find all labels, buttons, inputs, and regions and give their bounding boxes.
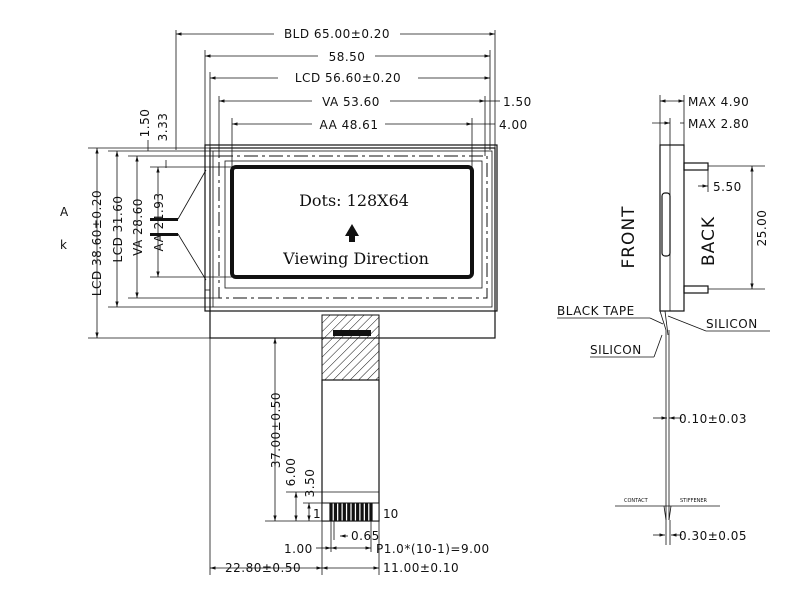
lead-bend-lower (177, 233, 207, 281)
dim-fpc-width: 11.00±0.10 (383, 561, 459, 575)
pin-last-label: 10 (383, 507, 398, 521)
fpc-contact-pins (321, 502, 380, 522)
dim-va-width: VA 53.60 (322, 95, 380, 109)
viewing-direction-arrow-icon (345, 224, 359, 242)
dim-max-thickness: MAX 4.90 (688, 95, 749, 109)
fpc-pin (351, 503, 355, 521)
fpc-pin (329, 503, 333, 521)
dim-top-offset-a: 1.50 (138, 109, 152, 138)
fpc-black-tape (333, 330, 371, 336)
led-cathode-label: k (60, 238, 67, 252)
fpc-pin (333, 503, 338, 521)
dim-pitch: P1.0*(10-1)=9.00 (376, 542, 490, 556)
active-area (230, 165, 474, 279)
side-window (661, 192, 671, 257)
side-pin-upper (683, 162, 709, 171)
dim-va-offset: 1.50 (503, 95, 532, 109)
dim-fpc-a: 6.00 (284, 458, 298, 487)
fpc-dimensions: 37.00±0.50 6.00 3.50 0.65 1.00 P1.0*(10-… (209, 337, 490, 575)
dim-fpc-length: 37.00±0.50 (269, 392, 283, 468)
viewing-direction-label: Viewing Direction (282, 249, 429, 268)
glass-outline (209, 147, 496, 339)
fpc-tail (321, 379, 380, 522)
dim-va-height: VA 28.60 (131, 198, 145, 256)
fpc-pin (347, 503, 351, 521)
dim-pin-width: 0.65 (351, 529, 380, 543)
dots-label: Dots: 128X64 (299, 191, 409, 210)
dim-fpc-thickness: 0.10±0.03 (679, 412, 747, 426)
dim-lcd-height-inner: LCD 31.60 (111, 196, 125, 263)
dim-top-offset-b: 3.33 (156, 113, 170, 142)
va-frame (224, 160, 483, 289)
dim-pin-spacing: 25.00 (755, 210, 769, 247)
lcd-outline (212, 150, 493, 308)
led-anode-label: A (60, 205, 69, 219)
silicon-bottom-label: SILICON (590, 343, 642, 357)
dim-aa-width: AA 48.61 (320, 118, 379, 132)
contact-label: CONTACT (624, 498, 649, 504)
dim-max-glass: MAX 2.80 (688, 117, 749, 131)
dim-stiffener-thickness: 0.30±0.05 (679, 529, 747, 543)
led-lead-a (150, 218, 178, 221)
dim-fpc-x-offset: 22.80±0.50 (225, 561, 301, 575)
fpc-cable: 1 10 (313, 314, 398, 522)
side-pin-lower (683, 285, 709, 294)
fpc-pin (342, 503, 346, 521)
pin-first-label: 1 (313, 507, 321, 521)
fpc-pin (369, 503, 373, 521)
silicon-top-label: SILICON (706, 317, 758, 331)
fpc-hatched-area (321, 314, 380, 381)
fpc-pin (360, 503, 364, 521)
module-side-view: FRONT BACK MAX 4.90 MAX 2.80 5.50 25.00 … (557, 95, 770, 545)
dim-lcd-width: LCD 56.60±0.20 (295, 71, 401, 85)
lead-bend-upper (177, 169, 207, 220)
black-tape-label: BLACK TAPE (557, 304, 635, 318)
dim-lcd-height-outer: LCD 38.60±0.20 (90, 190, 104, 296)
viewing-area-dashed (218, 155, 488, 299)
dim-overall-width: 58.50 (329, 50, 366, 64)
led-lead-k (150, 233, 178, 236)
led-leads: A k (60, 169, 207, 281)
front-label: FRONT (619, 205, 639, 268)
fpc-pin (356, 503, 360, 521)
dim-pin-offset: 1.00 (284, 542, 313, 556)
dim-fpc-b: 3.50 (303, 469, 317, 498)
fpc-pin (338, 503, 342, 521)
dim-aa-offset: 4.00 (499, 118, 528, 132)
dim-aa-height: AA 21.93 (152, 193, 166, 252)
module-front-view: Dots: 128X64 Viewing Direction (204, 144, 498, 339)
fpc-pin (364, 503, 369, 521)
back-label: BACK (699, 216, 719, 266)
dim-bld-width: BLD 65.00±0.20 (284, 27, 390, 41)
stiffener-label: STIFFENER (680, 498, 708, 504)
side-body (659, 144, 685, 312)
left-dimensions: LCD 38.60±0.20 LCD 31.60 VA 28.60 AA 21.… (88, 109, 232, 339)
dim-pin-length: 5.50 (713, 180, 742, 194)
top-dimensions: BLD 65.00±0.20 58.50 LCD 56.60±0.20 VA 5… (175, 27, 532, 167)
